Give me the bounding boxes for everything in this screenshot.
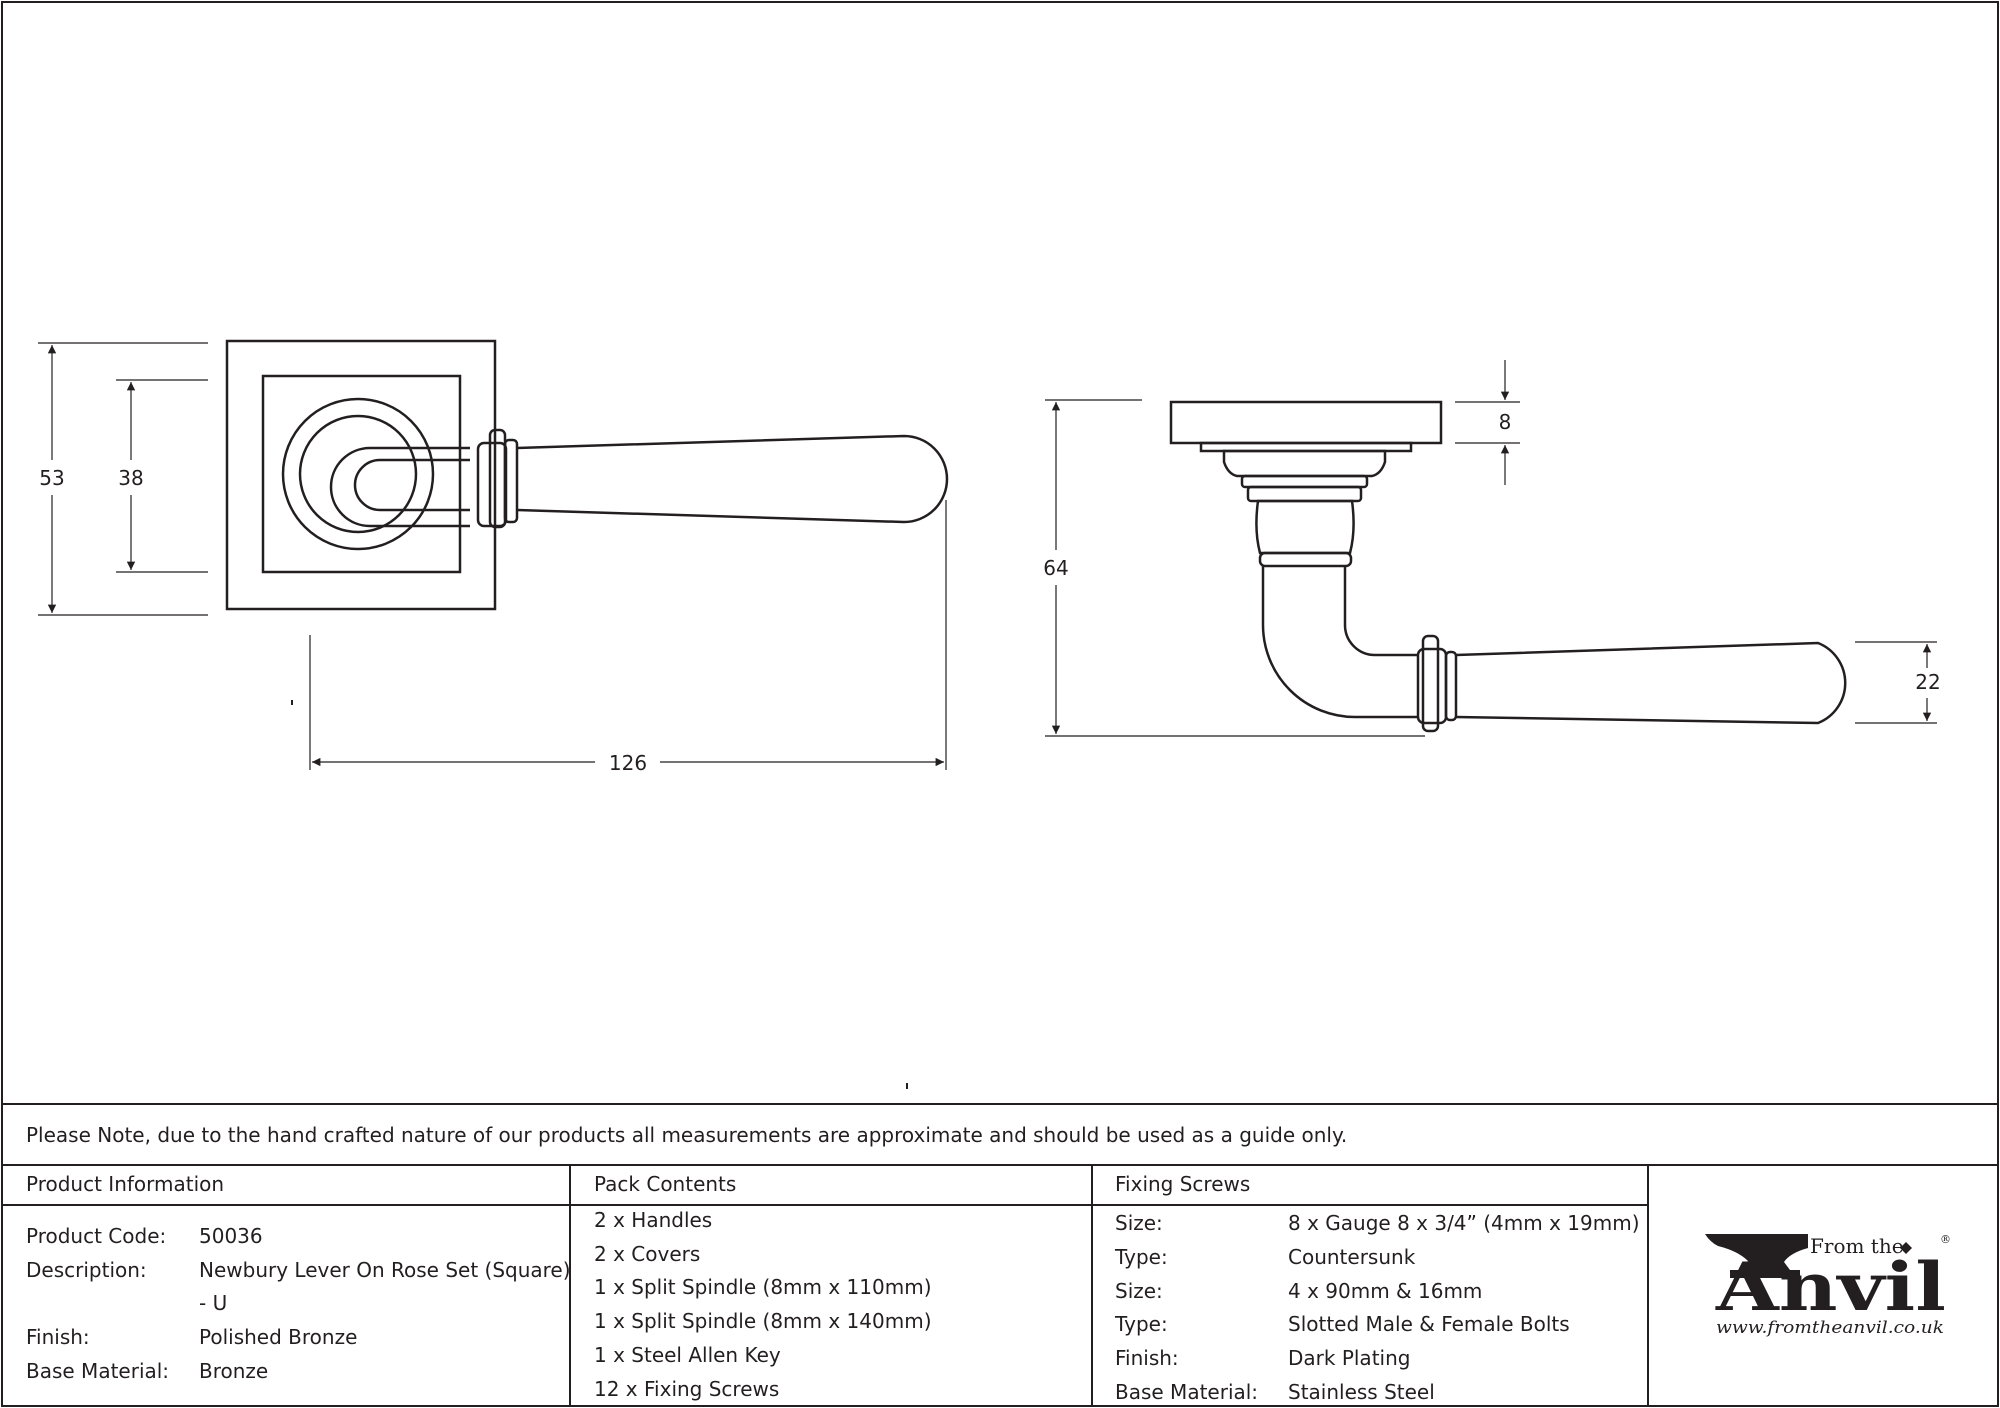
side-neck-body (1255, 499, 1355, 555)
screw-material-value: Stainless Steel (1288, 1380, 1435, 1404)
measurement-note: Please Note, due to the hand crafted nat… (26, 1123, 1347, 1147)
side-lever-grip (1455, 641, 1847, 725)
screw-finish-value: Dark Plating (1288, 1346, 1410, 1370)
base-material-label: Base Material: (26, 1359, 169, 1383)
description-label: Description: (26, 1258, 147, 1282)
fixing-screws-header: Fixing Screws (1115, 1172, 1250, 1196)
side-view (1169, 400, 1847, 733)
product-code-label: Product Code: (26, 1224, 166, 1248)
side-lever-collar-rim (1444, 650, 1458, 722)
speck (291, 700, 293, 705)
logo-registered-mark: ® (1940, 1233, 1951, 1246)
product-code-value: 50036 (199, 1224, 263, 1248)
screw-size-label: Size: (1115, 1211, 1163, 1235)
side-neck-ring (1240, 474, 1369, 489)
screw-finish-label: Finish: (1115, 1346, 1179, 1370)
speck (906, 1083, 908, 1089)
bolt-size-value: 4 x 90mm & 16mm (1288, 1279, 1482, 1303)
pack-item: 2 x Handles (594, 1208, 712, 1232)
side-lever-elbow (1261, 566, 1418, 719)
side-rose-plate (1169, 400, 1443, 445)
pack-item: 1 x Split Spindle (8mm x 110mm) (594, 1275, 932, 1299)
lever-grip (516, 434, 949, 524)
product-information-header: Product Information (26, 1172, 224, 1196)
screw-type-label: Type: (1114, 1245, 1168, 1269)
from-the-anvil-logo: From the ® Anvil www.fromtheanvil.co.uk (1705, 1233, 1951, 1338)
finish-label: Finish: (26, 1325, 90, 1349)
dim-label-126: 126 (609, 751, 647, 775)
lever-neck-inner (353, 458, 470, 512)
bolt-type-label: Type: (1114, 1312, 1168, 1336)
front-view (225, 339, 949, 611)
bolt-size-label: Size: (1115, 1279, 1163, 1303)
screw-material-label: Base Material: (1115, 1380, 1258, 1404)
dim-label-8: 8 (1499, 410, 1512, 434)
rose-outer-square (225, 339, 497, 611)
logo-anvil-wordmark: Anvil (1715, 1248, 1946, 1326)
pack-item: 12 x Fixing Screws (594, 1377, 779, 1401)
rose-inner-square (261, 374, 462, 574)
dim-label-22: 22 (1915, 670, 1940, 694)
logo-from-the: From the (1810, 1234, 1904, 1258)
lever-collar (476, 441, 508, 528)
screw-type-value: Countersunk (1288, 1245, 1416, 1269)
bolt-type-value: Slotted Male & Female Bolts (1288, 1312, 1570, 1336)
description-value: Newbury Lever On Rose Set (Square) (199, 1258, 571, 1282)
finish-value: Polished Bronze (199, 1325, 357, 1349)
pack-contents-header: Pack Contents (594, 1172, 736, 1196)
pack-item: 1 x Steel Allen Key (594, 1343, 781, 1367)
rose-inner-ring (298, 414, 418, 534)
side-lever-elbow-inner (1343, 566, 1418, 657)
rose-outer-ring (281, 397, 435, 551)
side-dimensions (1045, 360, 1937, 737)
pack-item: 2 x Covers (594, 1242, 700, 1266)
base-material-value: Bronze (199, 1359, 268, 1383)
pack-item: 1 x Split Spindle (8mm x 140mm) (594, 1309, 932, 1333)
screw-size-value: 8 x Gauge 8 x 3/4” (4mm x 19mm) (1288, 1211, 1640, 1235)
logo-website: www.fromtheanvil.co.uk (1716, 1318, 1944, 1338)
lever-neck (329, 446, 470, 528)
dim-label-53: 53 (39, 466, 64, 490)
anvil-icon (1705, 1234, 1808, 1278)
side-lever-collar-ring (1421, 634, 1440, 733)
front-dimensions (38, 342, 947, 770)
logo-diamond-icon (1900, 1242, 1912, 1254)
side-neck-ring-2 (1246, 485, 1363, 503)
description-value-continued: - U (199, 1291, 227, 1315)
lever-collar-rim (503, 438, 519, 524)
side-neck-collar (1258, 551, 1353, 568)
dim-label-64: 64 (1043, 556, 1068, 580)
info-table-grid (2, 1103, 1998, 1406)
side-rose-boss (1222, 449, 1387, 478)
dim-label-38: 38 (118, 466, 143, 490)
